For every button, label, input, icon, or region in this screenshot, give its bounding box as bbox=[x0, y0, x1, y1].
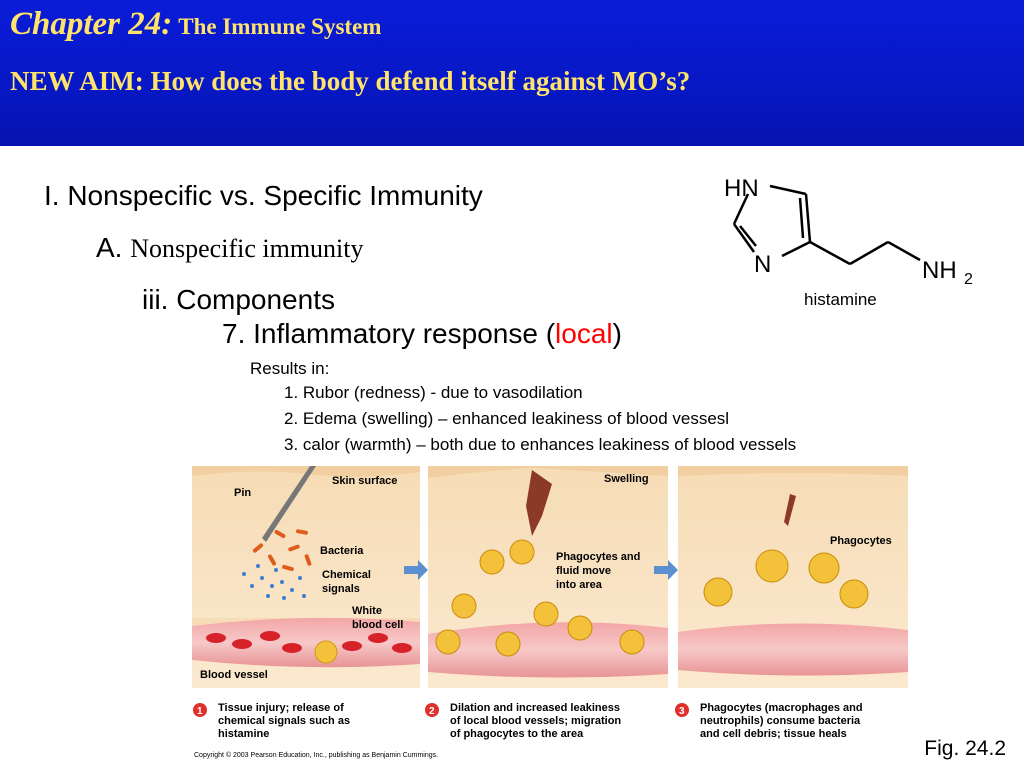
label-white: White bbox=[352, 605, 382, 617]
copyright-notice: Copyright © 2003 Pearson Education, Inc.… bbox=[194, 752, 439, 759]
molecule-caption: histamine bbox=[804, 290, 877, 309]
step-1-line-1: Tissue injury; release of bbox=[218, 702, 344, 714]
outline-level-2: A. Nonspecific immunity bbox=[96, 232, 364, 264]
step-1-line-2: chemical signals such as bbox=[218, 715, 350, 727]
chapter-label: Chapter 24: bbox=[10, 6, 173, 42]
panel-3-scab bbox=[784, 494, 796, 526]
inflammatory-response-text: 7. Inflammatory response ( bbox=[222, 318, 556, 349]
label-blood-vessel: Blood vessel bbox=[200, 669, 268, 681]
label-pin: Pin bbox=[234, 487, 251, 499]
panel-2-skin-top bbox=[428, 466, 668, 478]
outline-level-1: I. Nonspecific vs. Specific Immunity bbox=[44, 180, 483, 211]
step-2-line-2: of local blood vessels; migration bbox=[450, 715, 621, 727]
step-3-line-3: and cell debris; tissue heals bbox=[700, 728, 847, 740]
panel-1-red-cells bbox=[206, 631, 412, 653]
inflammation-figure: Skin surface Pin Bacteria Chemical signa… bbox=[192, 466, 908, 740]
nh-label: NH bbox=[922, 257, 957, 284]
n-label: N bbox=[754, 251, 771, 278]
figure-caption: Fig. 24.2 bbox=[924, 737, 1006, 760]
panel-2-wound bbox=[526, 470, 552, 536]
panel-3-phagocytes bbox=[703, 549, 869, 609]
label-phagocytes: Phagocytes bbox=[830, 535, 892, 547]
step-2-number: 2 bbox=[429, 706, 435, 717]
aim-question: NEW AIM: How does the body defend itself… bbox=[10, 66, 691, 96]
outline-level-3: iii. Components bbox=[142, 284, 335, 315]
subscript-2: 2 bbox=[964, 271, 973, 288]
arrow-2-icon bbox=[654, 560, 678, 580]
panel-3: Phagocytes bbox=[678, 466, 908, 688]
chapter-title: The Immune System bbox=[178, 14, 382, 39]
label-skin-surface: Skin surface bbox=[332, 475, 397, 487]
step-1-number: 1 bbox=[197, 706, 203, 717]
title-banner: Chapter 24:The Immune System NEW AIM: Ho… bbox=[0, 0, 1024, 146]
results-heading: Results in: bbox=[250, 359, 330, 378]
arrow-1-icon bbox=[404, 560, 428, 580]
panel-1-chemical-signals bbox=[242, 564, 306, 600]
step-2-line-3: of phagocytes to the area bbox=[450, 728, 584, 740]
label-chemical: Chemical bbox=[322, 569, 371, 581]
outline-level-4: 7. Inflammatory response (local) bbox=[222, 318, 622, 350]
outline-level-2-prefix: A. bbox=[96, 232, 123, 263]
chapter-heading: Chapter 24:The Immune System bbox=[10, 6, 381, 43]
panel-2-phagocytes bbox=[435, 539, 645, 657]
step-3-line-1: Phagocytes (macrophages and bbox=[700, 702, 863, 714]
local-highlight: local bbox=[555, 318, 613, 349]
step-1-line-3: histamine bbox=[218, 728, 269, 740]
label-bacteria: Bacteria bbox=[320, 545, 364, 557]
result-item-2: 2. Edema (swelling) – enhanced leakiness… bbox=[284, 409, 730, 428]
outline-level-2-text: Nonspecific immunity bbox=[130, 234, 364, 263]
step-captions: 1 Tissue injury; release of chemical sig… bbox=[193, 702, 863, 740]
panel-2-vessel bbox=[428, 622, 668, 678]
step-3-badge bbox=[675, 703, 689, 717]
molecule-bonds bbox=[732, 184, 921, 266]
label-signals: signals bbox=[322, 583, 360, 595]
panel-2: Swelling Phagocytes and fluid move into … bbox=[428, 466, 668, 688]
closing-paren: ) bbox=[612, 318, 622, 349]
hn-label: HN bbox=[724, 175, 759, 202]
panel-1: Skin surface Pin Bacteria Chemical signa… bbox=[192, 466, 420, 688]
label-fluid-move: fluid move bbox=[556, 565, 611, 577]
label-into-area: into area bbox=[556, 579, 603, 591]
step-3-line-2: neutrophils) consume bacteria bbox=[700, 715, 861, 727]
panel-3-skin-top bbox=[678, 466, 908, 476]
step-3-number: 3 bbox=[679, 706, 685, 717]
result-item-1: 1. Rubor (redness) - due to vasodilation bbox=[284, 383, 583, 402]
step-2-line-1: Dilation and increased leakiness bbox=[450, 702, 620, 714]
panel-1-vessel bbox=[192, 617, 420, 668]
label-phagocytes-and: Phagocytes and bbox=[556, 551, 640, 563]
step-1-badge bbox=[193, 703, 207, 717]
pin-shape bbox=[262, 466, 316, 542]
histamine-structure: HN N NH 2 bbox=[724, 175, 973, 288]
white-blood-cell bbox=[314, 640, 338, 664]
step-2-badge bbox=[425, 703, 439, 717]
panel-1-skin-top bbox=[192, 466, 420, 477]
panel-1-bacteria bbox=[252, 529, 312, 572]
label-blood-cell: blood cell bbox=[352, 619, 403, 631]
label-swelling: Swelling bbox=[604, 473, 649, 485]
panel-3-vessel bbox=[678, 623, 908, 676]
result-item-3: 3. calor (warmth) – both due to enhances… bbox=[284, 435, 797, 454]
